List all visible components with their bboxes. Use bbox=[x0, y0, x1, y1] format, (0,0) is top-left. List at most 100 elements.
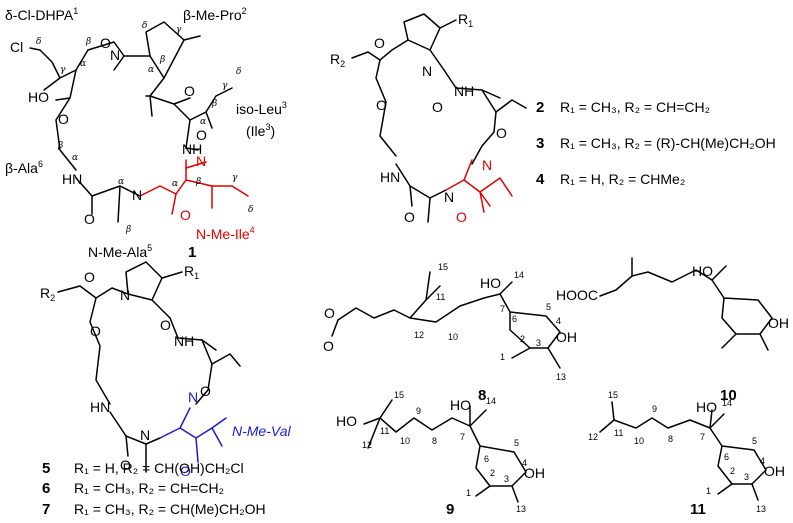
compound-8-structure: O O HO OH 15 14 11 12 10 7 6 5 4 3 2 1 1… bbox=[323, 262, 577, 404]
ester-o-atom: O bbox=[58, 111, 69, 127]
o-acetyl: O bbox=[324, 305, 335, 321]
oh-9: OH bbox=[524, 465, 545, 481]
locant: 12 bbox=[414, 330, 424, 340]
locant: 13 bbox=[516, 504, 526, 514]
nh-atom-top: NH bbox=[454, 83, 474, 99]
locant: 4 bbox=[760, 456, 765, 466]
locant: 4 bbox=[556, 316, 561, 326]
greek-gamma-2: γ bbox=[176, 25, 182, 35]
locant: 1 bbox=[500, 352, 505, 362]
greek-beta-6: β bbox=[57, 141, 63, 151]
locant: 7 bbox=[460, 432, 465, 442]
locant: 10 bbox=[634, 436, 644, 446]
subst-text: R₁ = CH₃, R₂ = CH=CH₂ bbox=[74, 480, 224, 496]
compound-8-number: 8 bbox=[478, 387, 486, 404]
oh-11: OH bbox=[764, 463, 785, 479]
locant: 5 bbox=[546, 302, 551, 312]
res3-alt-label: (Ile3) bbox=[246, 122, 275, 139]
locant: 3 bbox=[504, 474, 509, 484]
o-atom-pro: O bbox=[184, 83, 195, 99]
o-atom-top-dhpa: O bbox=[374, 35, 385, 51]
greek-alpha-1: α bbox=[80, 59, 86, 69]
o-atom-top-ile: O bbox=[456, 209, 467, 225]
locant: 14 bbox=[486, 396, 496, 406]
locant: 9 bbox=[416, 406, 421, 416]
r2-atom-bottom: R2 bbox=[40, 285, 55, 303]
locant: 6 bbox=[724, 452, 729, 462]
subst-text: R₁ = H, R₂ = CHMe₂ bbox=[560, 171, 685, 187]
o-atom-top-leu: O bbox=[496, 125, 507, 141]
oh-10: OH bbox=[768, 315, 789, 331]
subst-row: 2 R₁ = CH₃, R₂ = CH=CH₂ bbox=[536, 99, 710, 116]
o-atom-bottom-ala: O bbox=[120, 457, 131, 473]
compound-10-number: 10 bbox=[720, 387, 737, 404]
r1-atom-bottom: R1 bbox=[184, 263, 199, 281]
locant: 1 bbox=[466, 488, 471, 498]
locant: 1 bbox=[706, 486, 711, 496]
locant: 2 bbox=[520, 334, 525, 344]
subst-text: R₁ = H, R₂ = CH(OH)CH₂Cl bbox=[74, 460, 244, 476]
greek-gamma-4: γ bbox=[232, 173, 238, 183]
compound-number: 6 bbox=[42, 480, 50, 497]
subst-text: R₁ = CH₃, R₂ = (R)-CH(Me)CH₂OH bbox=[560, 135, 776, 151]
locant: 3 bbox=[536, 338, 541, 348]
greek-alpha-2: α bbox=[148, 65, 154, 75]
greek-beta-4: β bbox=[195, 177, 201, 187]
locant: 6 bbox=[512, 314, 517, 324]
greek-beta-1: β bbox=[85, 37, 91, 47]
compound-9-number: 9 bbox=[446, 501, 454, 518]
o-atom-bottom-leu: O bbox=[200, 383, 211, 399]
subst-row: 6 R₁ = CH₃, R₂ = CH=CH₂ bbox=[42, 480, 224, 497]
greek-gamma-1: γ bbox=[60, 65, 66, 75]
subst-row: 7 R₁ = CH₃, R₂ = CH(Me)CH₂OH bbox=[42, 501, 266, 518]
n-atom-pro: N bbox=[110, 47, 120, 63]
greek-beta-3: β bbox=[211, 99, 217, 109]
ho-atom: HO bbox=[28, 89, 49, 105]
o-atom-bottom-val: O bbox=[180, 463, 191, 479]
subst-table-top: 2 R₁ = CH₃, R₂ = CH=CH₂ 3 R₁ = CH₃, R₂ =… bbox=[536, 99, 776, 188]
res5-label: N-Me-Ala5 bbox=[88, 243, 152, 260]
locant: 6 bbox=[484, 454, 489, 464]
greek-alpha-3: α bbox=[200, 117, 206, 127]
compound-number: 2 bbox=[536, 99, 544, 116]
n-atom-ala: N bbox=[132, 187, 142, 203]
locant: 11 bbox=[380, 426, 389, 436]
o-atom-bottom-pro: O bbox=[160, 317, 171, 333]
locant: 15 bbox=[394, 390, 404, 400]
res3-label: iso-Leu3 bbox=[236, 100, 287, 117]
locant: 11 bbox=[436, 292, 445, 302]
subst-row: 4 R₁ = H, R₂ = CHMe₂ bbox=[536, 171, 685, 188]
locant: 10 bbox=[448, 332, 458, 342]
greek-alpha-6: α bbox=[72, 153, 78, 163]
locant: 11 bbox=[614, 428, 623, 438]
locant: 13 bbox=[756, 504, 766, 514]
compound-11-number: 11 bbox=[690, 501, 706, 518]
nh-atom-bottom: NH bbox=[174, 333, 194, 349]
greek-delta-3: δ bbox=[236, 67, 241, 77]
compound-11-structure: HO OH 15 14 11 12 10 9 8 7 6 5 4 3 2 1 1… bbox=[588, 390, 785, 518]
hn-atom-bala: HN bbox=[62, 171, 82, 187]
o-atom-top-pro: O bbox=[432, 99, 443, 115]
locant: 7 bbox=[700, 432, 705, 442]
greek-delta-4: δ bbox=[248, 205, 253, 215]
locant: 2 bbox=[730, 466, 735, 476]
o-atom-leu: O bbox=[196, 127, 207, 143]
compound-1-number: 1 bbox=[188, 244, 196, 261]
ho-9b: HO bbox=[450, 397, 471, 413]
compound-2-4-structure: R2 R1 N O NH HN N N O O O O O bbox=[330, 11, 527, 225]
locant: 9 bbox=[652, 404, 657, 414]
o-atom-ala: O bbox=[84, 211, 95, 227]
greek-gamma-3: γ bbox=[222, 81, 228, 91]
compound-number: 3 bbox=[536, 135, 544, 152]
r1-atom-top: R1 bbox=[458, 11, 473, 29]
n-atom-top: N bbox=[422, 63, 432, 79]
compound-5-7-structure: R2 R1 N O NH HN N N O O O O O N-Me-Val bbox=[40, 261, 291, 479]
subst-text: R₁ = CH₃, R₂ = CH(Me)CH₂OH bbox=[74, 501, 266, 517]
greek-alpha-4: α bbox=[172, 179, 178, 189]
compound-1-structure: δ-Cl-DHPA1 β-Me-Pro2 iso-Leu3 (Ile3) N-M… bbox=[5, 6, 287, 261]
locant: 4 bbox=[522, 458, 527, 468]
locant: 2 bbox=[490, 468, 495, 478]
o-ester-bottom: O bbox=[90, 323, 101, 339]
nh-atom-leu: NH bbox=[182, 141, 202, 157]
locant: 8 bbox=[432, 436, 437, 446]
